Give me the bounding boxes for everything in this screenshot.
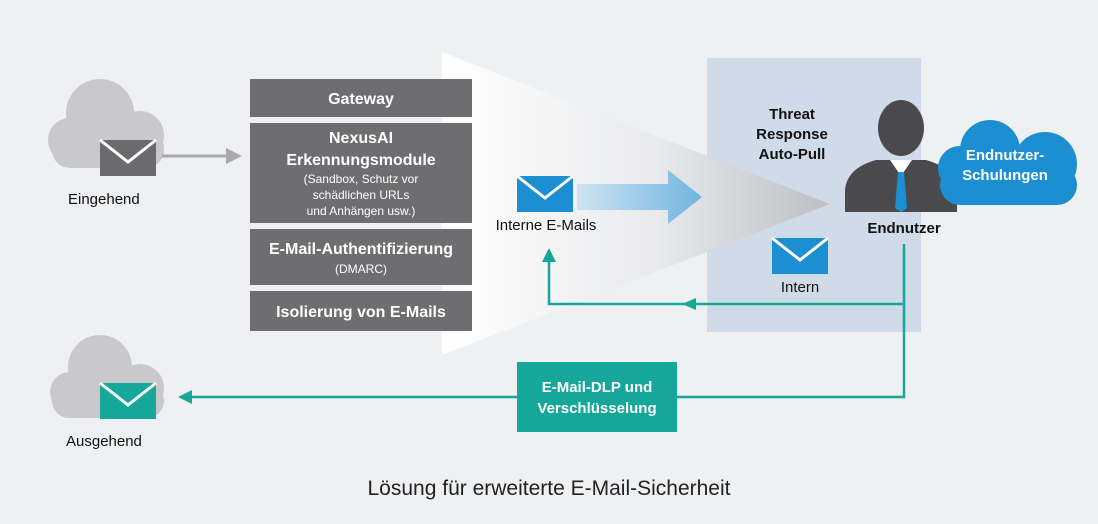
outgoing-arrow — [178, 304, 906, 404]
diagram-caption: Lösung für erweiterte E-Mail-Sicherheit — [368, 477, 731, 500]
detection-modules-sub-2: schädlichen URLs — [313, 188, 410, 202]
internal-flow-arrow — [577, 170, 702, 224]
training-line1: Endnutzer- — [966, 147, 1044, 164]
email-auth-sub: (DMARC) — [335, 262, 387, 276]
email-auth-title: E-Mail-Authentifizierung — [269, 241, 453, 258]
return-to-internal-arrow — [542, 244, 906, 310]
end-user-label: Endnutzer — [867, 220, 940, 237]
gateway-title: Gateway — [328, 91, 394, 108]
threat-response-line1: Threat — [769, 106, 815, 123]
incoming-envelope-icon — [99, 138, 157, 176]
threat-response-line3: Auto-Pull — [759, 146, 826, 163]
internal-envelope-icon — [516, 174, 574, 212]
dlp-line2: Verschlüsselung — [537, 400, 656, 417]
training-cloud-icon — [938, 120, 1077, 205]
threat-response-line2: Response — [756, 126, 828, 143]
email-isolation-box: Isolierung von E-Mails — [250, 291, 472, 331]
detection-modules-sub-1: (Sandbox, Schutz vor — [304, 172, 419, 186]
end-user-icon — [845, 100, 957, 212]
outgoing-label: Ausgehend — [66, 433, 142, 450]
detection-modules-title2: Erkennungsmodule — [286, 152, 435, 169]
dlp-line1: E-Mail-DLP und — [542, 379, 653, 396]
dlp-encryption-box: E-Mail-DLP und Verschlüsselung — [517, 362, 677, 432]
outgoing-envelope-icon — [99, 381, 157, 419]
email-isolation-title: Isolierung von E-Mails — [276, 304, 446, 321]
detection-modules-box: NexusAI Erkennungsmodule (Sandbox, Schut… — [250, 123, 472, 223]
gateway-box: Gateway — [250, 79, 472, 117]
training-line2: Schulungen — [962, 167, 1048, 184]
email-auth-box: E-Mail-Authentifizierung (DMARC) — [250, 229, 472, 285]
detection-modules-title: NexusAI — [329, 130, 393, 147]
incoming-label: Eingehend — [68, 191, 140, 208]
internal-mails-label: Interne E-Mails — [496, 217, 597, 234]
intern-envelope-icon — [771, 236, 829, 274]
detection-modules-sub-3: und Anhängen usw.) — [307, 204, 416, 218]
incoming-arrow — [162, 148, 242, 164]
intern-label: Intern — [781, 279, 819, 296]
